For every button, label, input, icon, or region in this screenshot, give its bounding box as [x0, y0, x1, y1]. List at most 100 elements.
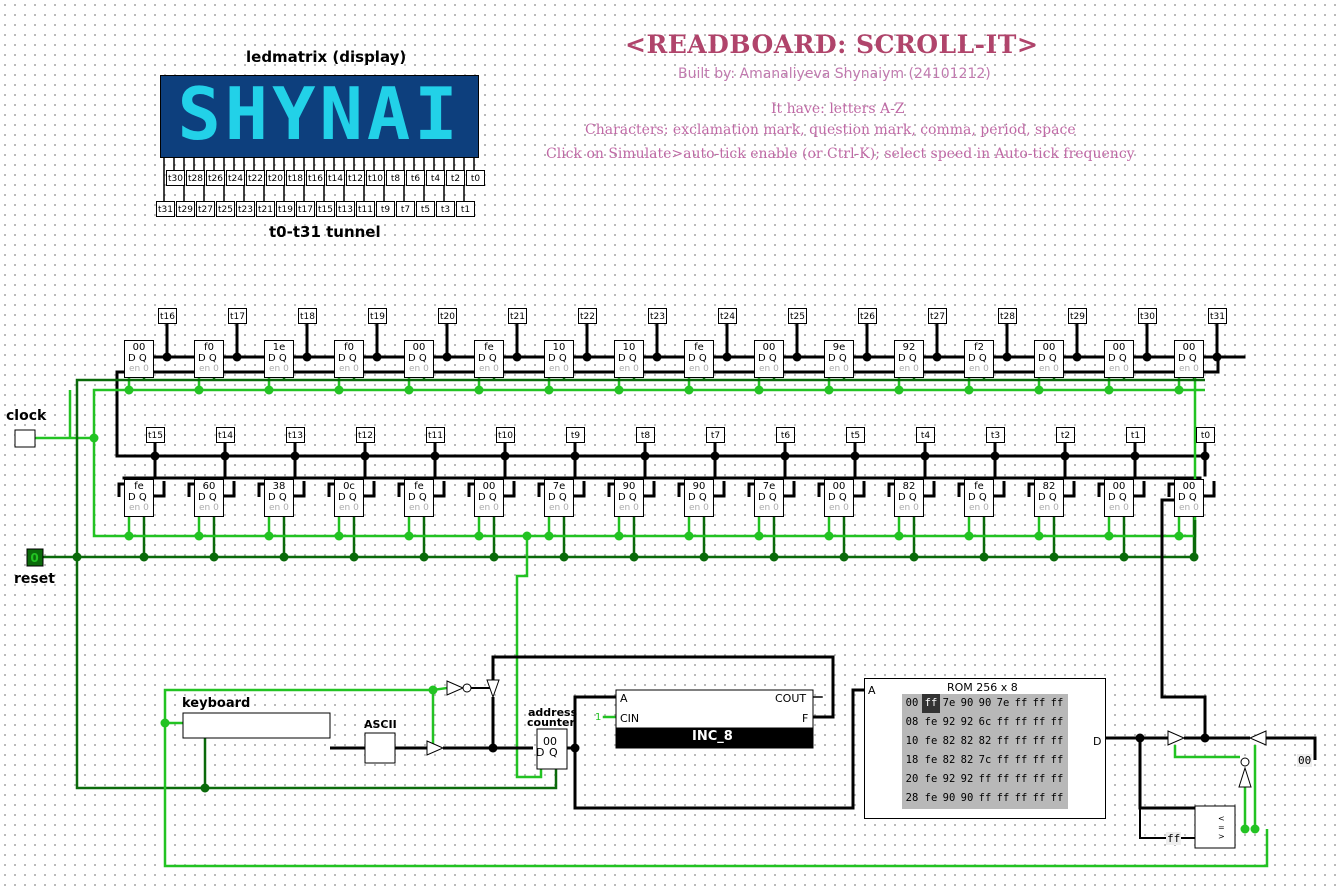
rom-cell[interactable]: ff — [1050, 735, 1064, 747]
note-characters: Characters: exclamation mark, question m… — [585, 122, 1076, 138]
rom-cell[interactable]: ff — [1032, 792, 1046, 804]
note-letters: It have: letters A-Z — [771, 101, 905, 117]
rom-cell[interactable]: 82 — [942, 735, 956, 747]
rom-cell[interactable]: ff — [1032, 697, 1046, 709]
rom-cell[interactable]: 82 — [942, 754, 956, 766]
rom-cell[interactable]: 92 — [960, 716, 974, 728]
rom-cell[interactable]: ff — [1050, 792, 1064, 804]
rom-cell[interactable]: ff — [1050, 697, 1064, 709]
rom-cell[interactable]: 7c — [978, 754, 992, 766]
register-value: 10 — [622, 342, 636, 353]
rom-cell[interactable]: 92 — [960, 773, 974, 785]
rom-cell[interactable]: ff — [1032, 754, 1046, 766]
rom-cell[interactable]: ff — [1014, 773, 1028, 785]
led-tunnel-t3: t3 — [436, 201, 455, 217]
rom-cell[interactable]: ff — [1032, 716, 1046, 728]
led-matrix-display[interactable]: SHYNAI — [160, 72, 479, 158]
clock-counter-wire — [515, 536, 543, 779]
rom-cell[interactable]: 92 — [942, 716, 956, 728]
rom-cell[interactable]: 6c — [978, 716, 992, 728]
led-tunnel-t4: t4 — [426, 170, 445, 186]
rom-cell[interactable]: 90 — [960, 792, 974, 804]
reset-value[interactable]: 0 — [29, 551, 40, 565]
register-enable-pin: en 0 — [549, 503, 569, 513]
rom-cell[interactable]: ff — [1032, 773, 1046, 785]
rom-cell[interactable]: ff — [1050, 716, 1064, 728]
rom-cell[interactable]: ff — [996, 754, 1010, 766]
register-enable-pin: en 0 — [409, 364, 429, 374]
rom-cell[interactable]: ff — [1014, 735, 1028, 747]
register-dq-pins: D Q — [198, 353, 217, 364]
rom-cell[interactable]: 82 — [978, 735, 992, 747]
rom-cell[interactable]: 92 — [942, 773, 956, 785]
rom-cell[interactable]: ff — [996, 792, 1010, 804]
register-dq-pins: D Q — [338, 353, 357, 364]
rom-cell[interactable]: ff — [978, 773, 992, 785]
rom-cell[interactable]: fe — [924, 754, 938, 766]
rom-cell[interactable]: ff — [1014, 697, 1028, 709]
rom-cell[interactable]: fe — [924, 735, 938, 747]
rom-cell[interactable]: ff — [996, 735, 1010, 747]
rom-cell[interactable]: 7e — [996, 697, 1010, 709]
bottom-tunnel-t13: t13 — [286, 427, 305, 443]
rom-cell[interactable]: ff — [996, 773, 1010, 785]
rom-cell[interactable]: 90 — [960, 697, 974, 709]
rom-cell[interactable]: fe — [924, 773, 938, 785]
rom-cell[interactable]: ff — [922, 694, 940, 713]
shift-q-wire — [644, 481, 656, 498]
rom-cell[interactable]: ff — [996, 716, 1010, 728]
rom-cell[interactable]: 82 — [960, 735, 974, 747]
wire-junction — [1002, 352, 1012, 362]
rom-cell[interactable]: 7e — [942, 697, 956, 709]
rom-cell[interactable]: fe — [924, 716, 938, 728]
rom-cell[interactable]: ff — [1014, 716, 1028, 728]
rom-cell[interactable]: ff — [1050, 773, 1064, 785]
register-enable-pin: en 0 — [759, 503, 779, 513]
rom-cell[interactable]: ff — [1014, 792, 1028, 804]
register-value: 9e — [832, 342, 846, 353]
rom-cell[interactable]: ff — [1014, 754, 1028, 766]
rom-cell[interactable]: 90 — [942, 792, 956, 804]
rom-cell[interactable]: 90 — [978, 697, 992, 709]
rom-cell[interactable]: ff — [978, 792, 992, 804]
rom-cell[interactable]: ff — [1050, 754, 1064, 766]
rom-cell[interactable]: ff — [1032, 735, 1046, 747]
rom-cell[interactable]: 82 — [960, 754, 974, 766]
rom-cell[interactable]: fe — [924, 792, 938, 804]
register-enable-pin: en 0 — [899, 364, 919, 374]
reset-wire — [43, 520, 1197, 559]
